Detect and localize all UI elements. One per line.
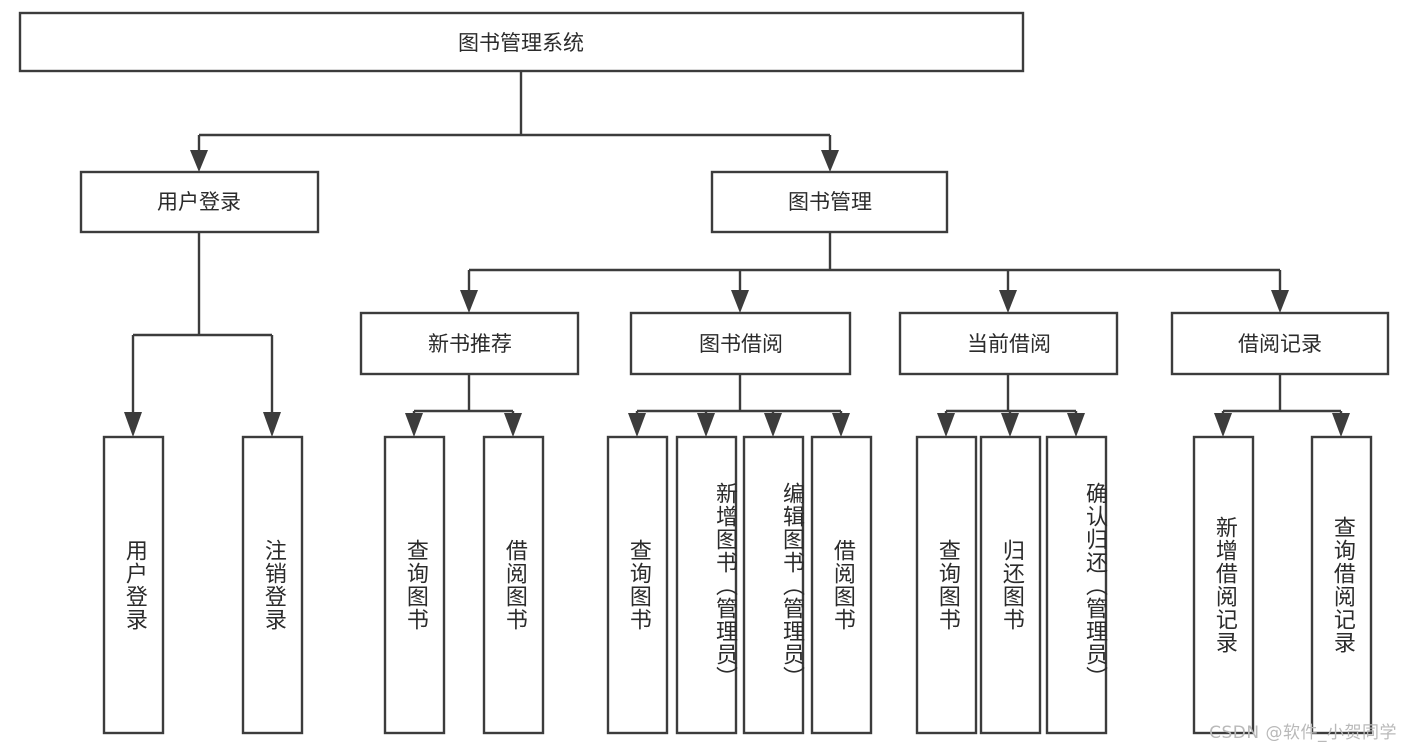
node-book-manage[interactable]: 图书管理 bbox=[710, 170, 949, 234]
book-manage-box[interactable] bbox=[710, 170, 949, 234]
connector-layer bbox=[124, 71, 1350, 437]
arrow-head-leaf-query-record bbox=[1332, 413, 1350, 437]
leaf-box-edit-book[interactable] bbox=[742, 435, 805, 735]
new-book-rec-label: 新书推荐 bbox=[428, 332, 512, 356]
leaf-box-query-book-2[interactable] bbox=[606, 435, 669, 735]
current-borrow-label: 当前借阅 bbox=[967, 332, 1051, 356]
arrow-head-leaf-query-book-1 bbox=[405, 413, 423, 437]
arrow-head-leaf-confirm-return bbox=[1067, 413, 1085, 437]
root-box[interactable] bbox=[18, 11, 1025, 73]
arrow-head-current-borrow bbox=[999, 290, 1017, 313]
leaf-box-query-book-3[interactable] bbox=[915, 435, 978, 735]
arrow-head-leaf-user-login bbox=[124, 412, 142, 437]
borrow-record-label: 借阅记录 bbox=[1238, 332, 1322, 356]
arrow-head-leaf-borrow-book-1 bbox=[504, 413, 522, 437]
leaf-box-user-login[interactable] bbox=[102, 435, 165, 735]
arrow-head-leaf-add-book bbox=[697, 413, 715, 437]
arrow-head-new-book-rec bbox=[460, 290, 478, 313]
arrow-head-leaf-user-logout bbox=[263, 412, 281, 437]
root-label: 图书管理系统 bbox=[458, 31, 584, 55]
arrow-head-book-borrow bbox=[731, 290, 749, 313]
leaf-box-query-book-1[interactable] bbox=[383, 435, 446, 735]
user-login-box[interactable] bbox=[79, 170, 320, 234]
arrow-head-leaf-query-book-3 bbox=[937, 413, 955, 437]
book-borrow-label: 图书借阅 bbox=[699, 332, 783, 356]
user-login-label: 用户登录 bbox=[157, 190, 241, 214]
arrow-head-leaf-edit-book bbox=[764, 413, 782, 437]
arrow-head-leaf-add-record bbox=[1214, 413, 1232, 437]
current-borrow-box[interactable] bbox=[898, 311, 1119, 376]
arrow-head-leaf-borrow-book-2 bbox=[832, 413, 850, 437]
arrow-head-book-manage bbox=[821, 150, 839, 172]
node-new-book-rec[interactable]: 新书推荐 bbox=[359, 311, 580, 376]
node-borrow-record[interactable]: 借阅记录 bbox=[1170, 311, 1390, 376]
arrow-head-user-login bbox=[190, 150, 208, 172]
book-borrow-box[interactable] bbox=[629, 311, 852, 376]
leaf-box-query-record[interactable] bbox=[1310, 435, 1373, 735]
node-book-borrow[interactable]: 图书借阅 bbox=[629, 311, 852, 376]
leaf-layer bbox=[102, 435, 1373, 735]
leaf-box-add-record[interactable] bbox=[1192, 435, 1255, 735]
node-current-borrow[interactable]: 当前借阅 bbox=[898, 311, 1119, 376]
leaf-box-add-book[interactable] bbox=[675, 435, 738, 735]
arrow-head-leaf-query-book-2 bbox=[628, 413, 646, 437]
arrow-head-leaf-return-book bbox=[1001, 413, 1019, 437]
watermark: CSDN @软件_小贺同学 bbox=[1209, 723, 1397, 743]
book-manage-label: 图书管理 bbox=[788, 190, 872, 214]
new-book-rec-box[interactable] bbox=[359, 311, 580, 376]
leaf-box-user-logout[interactable] bbox=[241, 435, 304, 735]
node-user-login[interactable]: 用户登录 bbox=[79, 170, 320, 234]
borrow-record-box[interactable] bbox=[1170, 311, 1390, 376]
leaf-box-confirm-return[interactable] bbox=[1045, 435, 1108, 735]
node-root[interactable]: 图书管理系统 bbox=[18, 11, 1025, 73]
arrow-head-borrow-record bbox=[1271, 290, 1289, 313]
leaf-box-return-book[interactable] bbox=[979, 435, 1042, 735]
leaf-box-borrow-book-1[interactable] bbox=[482, 435, 545, 735]
leaf-box-borrow-book-2[interactable] bbox=[810, 435, 873, 735]
